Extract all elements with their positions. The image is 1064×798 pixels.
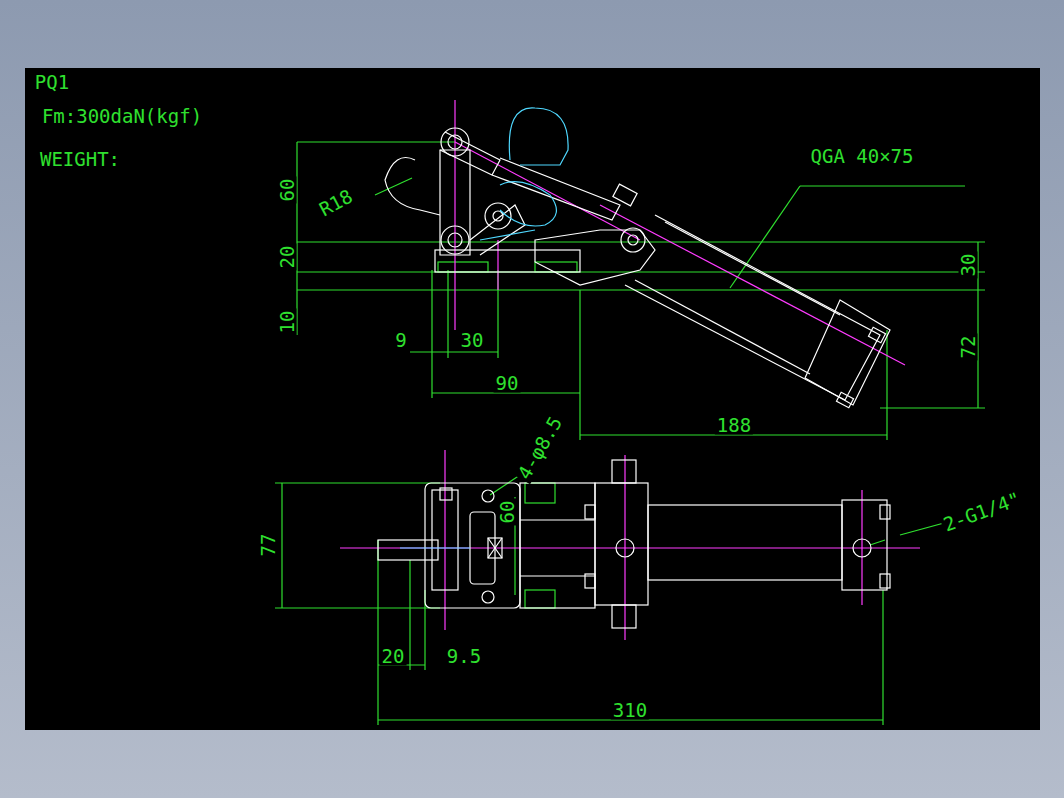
dimension-label: 30: [959, 252, 978, 279]
dimension-label: 20: [278, 244, 297, 271]
dimension-label: 60: [498, 499, 517, 526]
dimension-label: 72: [959, 334, 978, 361]
dimension-label: 188: [715, 416, 753, 435]
dimension-label: QGA 40×75: [809, 147, 916, 166]
dimension-label: Fm:300daN(kgf): [40, 107, 204, 126]
dimension-label: 10: [278, 309, 297, 336]
dimension-label: 9.5: [445, 647, 483, 666]
dimension-label: WEIGHT:: [38, 150, 122, 169]
dimension-label: 310: [611, 701, 649, 720]
dimension-label: 20: [380, 647, 407, 666]
dimension-label: 77: [259, 532, 278, 559]
dimension-label: 9: [393, 331, 408, 350]
dimension-label: PQ1: [33, 73, 71, 92]
dimension-label: 30: [459, 331, 486, 350]
dimension-label: 60: [278, 177, 297, 204]
dimension-label: 90: [494, 374, 521, 393]
